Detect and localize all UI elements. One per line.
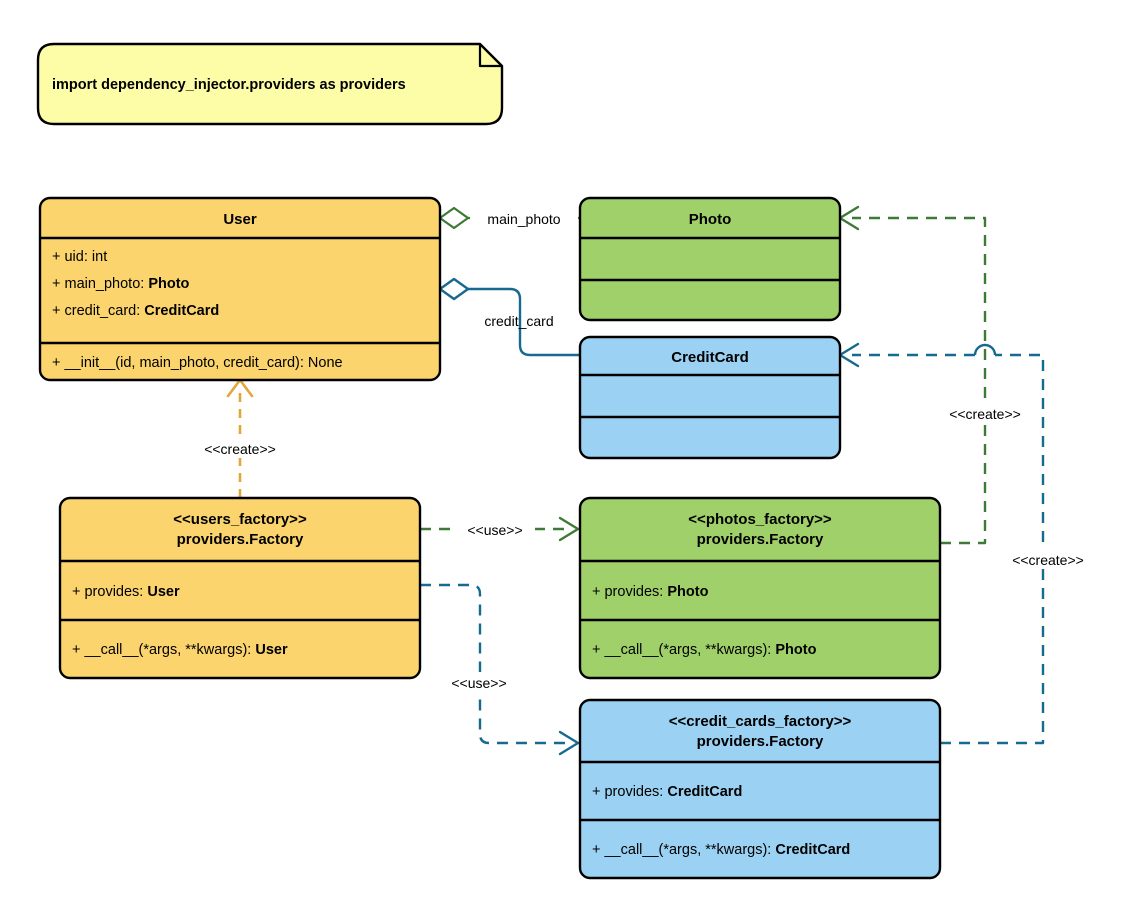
create-credit-card-line-right — [940, 353, 1045, 745]
open-arrowhead-icon — [558, 730, 580, 756]
edge-use-photos-factory: <<use>> — [420, 516, 580, 542]
create-user-label: <<create>> — [204, 441, 276, 457]
photos-factory-box-body — [578, 496, 942, 680]
main-photo-label: main_photo — [487, 211, 560, 227]
create-photo-line — [852, 216, 987, 545]
create-credit-card-label-bg — [1000, 545, 1112, 565]
import-note: import dependency_injector.providers as … — [36, 42, 504, 126]
photo-box-body — [578, 196, 842, 322]
user-attr-0: + uid: int — [52, 249, 107, 265]
user-box-body — [38, 196, 442, 382]
use-credit-cards-line — [420, 583, 572, 745]
use-credit-cards-label-bg — [438, 672, 520, 692]
class-box-users-factory[interactable]: <<users_factory>> providers.Factory + pr… — [58, 496, 422, 680]
class-box-photos-factory[interactable]: <<photos_factory>> providers.Factory + p… — [578, 496, 942, 680]
creditcard-box-body — [578, 335, 842, 460]
class-box-creditcard[interactable]: CreditCard — [578, 335, 842, 460]
photos-factory-method-0: + __call__(*args, **kwargs): Photo — [592, 642, 817, 658]
main-photo-label-bg — [470, 208, 578, 228]
credit-cards-factory-stereotype: <<credit_cards_factory>> — [669, 713, 852, 730]
create-user-label-bg — [190, 438, 292, 458]
photo-title: Photo — [689, 211, 732, 228]
aggregation-diamond-icon — [438, 277, 470, 301]
edge-create-user: <<create>> — [190, 378, 292, 498]
users-factory-stereotype: <<users_factory>> — [173, 511, 307, 528]
use-photos-label: <<use>> — [467, 522, 522, 538]
credit-cards-factory-box-body — [578, 698, 942, 880]
users-factory-box-body — [58, 496, 422, 680]
use-photos-label-bg — [455, 519, 535, 539]
credit-cards-factory-title: providers.Factory — [697, 733, 824, 750]
credit-cards-factory-method-0: + __call__(*args, **kwargs): CreditCard — [592, 842, 850, 858]
users-factory-method-0: + __call__(*args, **kwargs): User — [72, 642, 288, 658]
create-photo-label: <<create>> — [949, 406, 1021, 422]
aggregation-diamond-icon — [438, 206, 470, 230]
creditcard-title: CreditCard — [671, 349, 749, 366]
class-box-credit-cards-factory[interactable]: <<credit_cards_factory>> providers.Facto… — [578, 698, 942, 880]
user-method-0: + __init__(id, main_photo, credit_card):… — [52, 355, 343, 371]
open-arrowhead-icon — [558, 516, 580, 542]
create-credit-card-label: <<create>> — [1012, 552, 1084, 568]
edge-create-credit-card: <<create>> — [838, 342, 1112, 745]
credit-cards-factory-attr-0: + provides: CreditCard — [592, 784, 742, 800]
create-photo-label-bg — [930, 403, 1040, 423]
line-hop-icon — [973, 343, 997, 356]
credit-card-label: credit_card — [484, 313, 553, 329]
edge-credit-card: credit_card — [438, 277, 580, 357]
note-body — [36, 42, 504, 126]
photos-factory-stereotype: <<photos_factory>> — [688, 511, 832, 528]
note-fold-icon — [478, 44, 502, 68]
class-box-photo[interactable]: Photo — [578, 196, 842, 322]
user-title: User — [223, 211, 257, 228]
users-factory-title: providers.Factory — [177, 531, 304, 548]
credit-card-line — [468, 287, 580, 357]
edge-create-photo: <<create>> — [838, 205, 1040, 545]
note-label: import dependency_injector.providers as … — [52, 77, 406, 93]
user-attr-2: + credit_card: CreditCard — [52, 303, 219, 319]
photos-factory-title: providers.Factory — [697, 531, 824, 548]
class-box-user[interactable]: User + uid: int + main_photo: Photo + cr… — [38, 196, 442, 382]
edge-use-credit-cards-factory: <<use>> — [420, 583, 580, 756]
photos-factory-attr-0: + provides: Photo — [592, 584, 709, 600]
use-credit-cards-label: <<use>> — [451, 675, 506, 691]
user-attr-1: + main_photo: Photo — [52, 276, 190, 292]
edge-main-photo: main_photo — [438, 206, 580, 230]
users-factory-attr-0: + provides: User — [72, 584, 180, 600]
